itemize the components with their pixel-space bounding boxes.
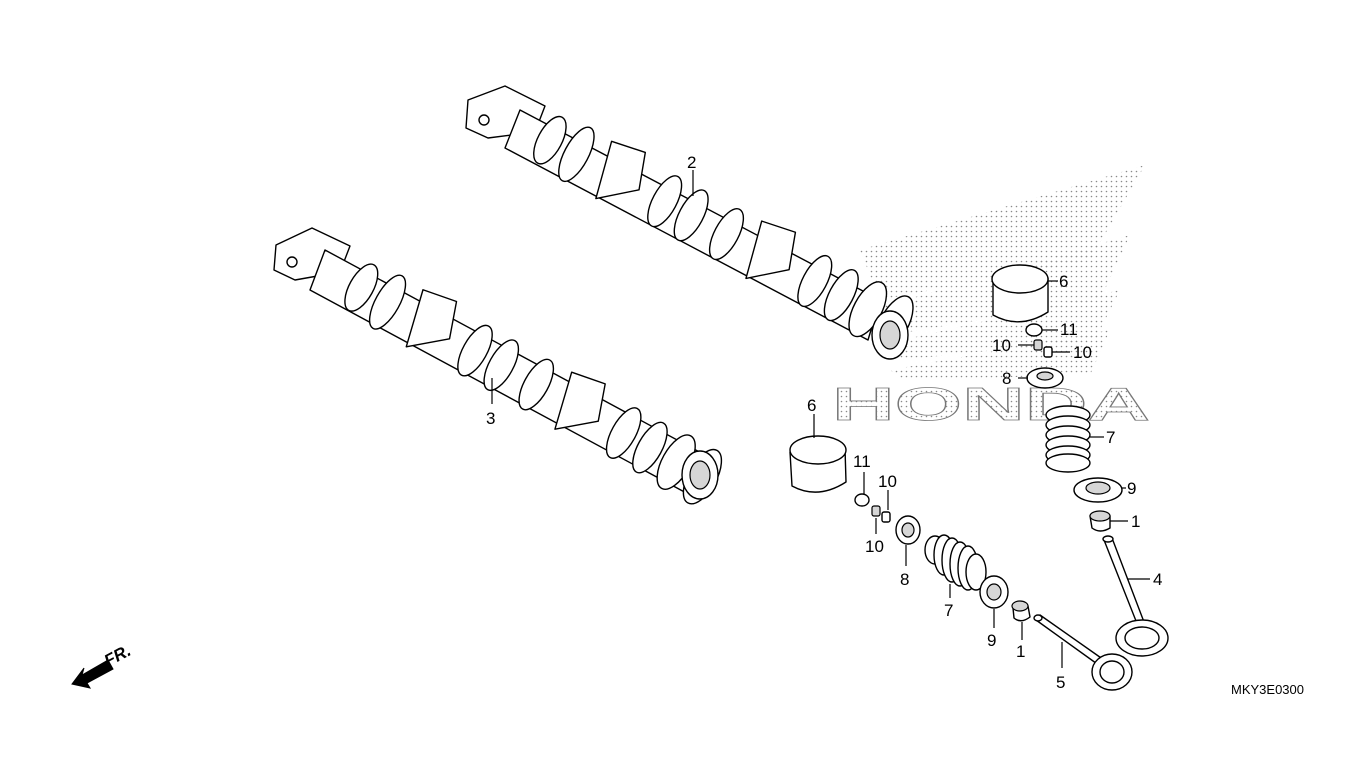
callout-valve-left: 5 (1056, 673, 1065, 692)
callout-lifter-left: 6 (807, 396, 816, 415)
callout-spring-right: 7 (1106, 428, 1115, 447)
callout-spring-left: 7 (944, 601, 953, 620)
callout-camshaft-upper: 2 (687, 153, 696, 172)
diagram-code: MKY3E0300 (1231, 682, 1304, 697)
spring-left (924, 534, 987, 591)
spring-seat-right (1073, 477, 1123, 503)
callout-shim-left: 11 (853, 452, 871, 471)
honda-brand-watermark-text: HONDA (832, 378, 1150, 430)
retainer-right (1026, 367, 1064, 389)
callout-retainer-right: 8 (1002, 369, 1011, 388)
cotter-right-b (1043, 346, 1053, 358)
callout-stem-seal-right: 1 (1131, 512, 1140, 531)
callout-valve-right: 4 (1153, 570, 1162, 589)
camshaft-lower (273, 227, 723, 505)
lifter-left (789, 435, 847, 493)
callout-cotter-left-a: 10 (865, 537, 884, 556)
lifter-right (991, 264, 1049, 323)
retainer-left (895, 515, 921, 545)
callout-cotter-right-a: 10 (992, 336, 1011, 355)
cotter-left-b (881, 511, 891, 523)
stem-seal-left (1011, 600, 1031, 622)
callout-lifter-right: 6 (1059, 272, 1068, 291)
valve-left (1033, 614, 1133, 691)
callout-cotter-left-b: 10 (878, 472, 897, 491)
valve-assembly-left: 6 11 10 10 8 7 (789, 396, 1133, 692)
front-direction-arrow: FR. (71, 641, 134, 689)
cotter-right-a (1033, 339, 1043, 351)
spring-right (1045, 405, 1091, 473)
callout-shim-right: 11 (1060, 320, 1078, 339)
camshaft-upper (465, 85, 914, 360)
arrow-left-down-icon (71, 659, 114, 689)
shim-right (1025, 323, 1043, 337)
stem-seal-right (1089, 510, 1111, 532)
spring-seat-left (979, 575, 1009, 609)
shim-left (854, 493, 870, 507)
valve-right (1102, 535, 1169, 657)
valve-assembly-right: 6 11 10 10 8 7 (991, 264, 1169, 657)
callout-spring-seat-left: 9 (987, 631, 996, 650)
callout-retainer-left: 8 (900, 570, 909, 589)
callout-spring-seat-right: 9 (1127, 479, 1136, 498)
callout-cotter-right-b: 10 (1073, 343, 1092, 362)
cotter-left-a (871, 505, 881, 517)
callout-stem-seal-left: 1 (1016, 642, 1025, 661)
callout-camshaft-lower: 3 (486, 409, 495, 428)
